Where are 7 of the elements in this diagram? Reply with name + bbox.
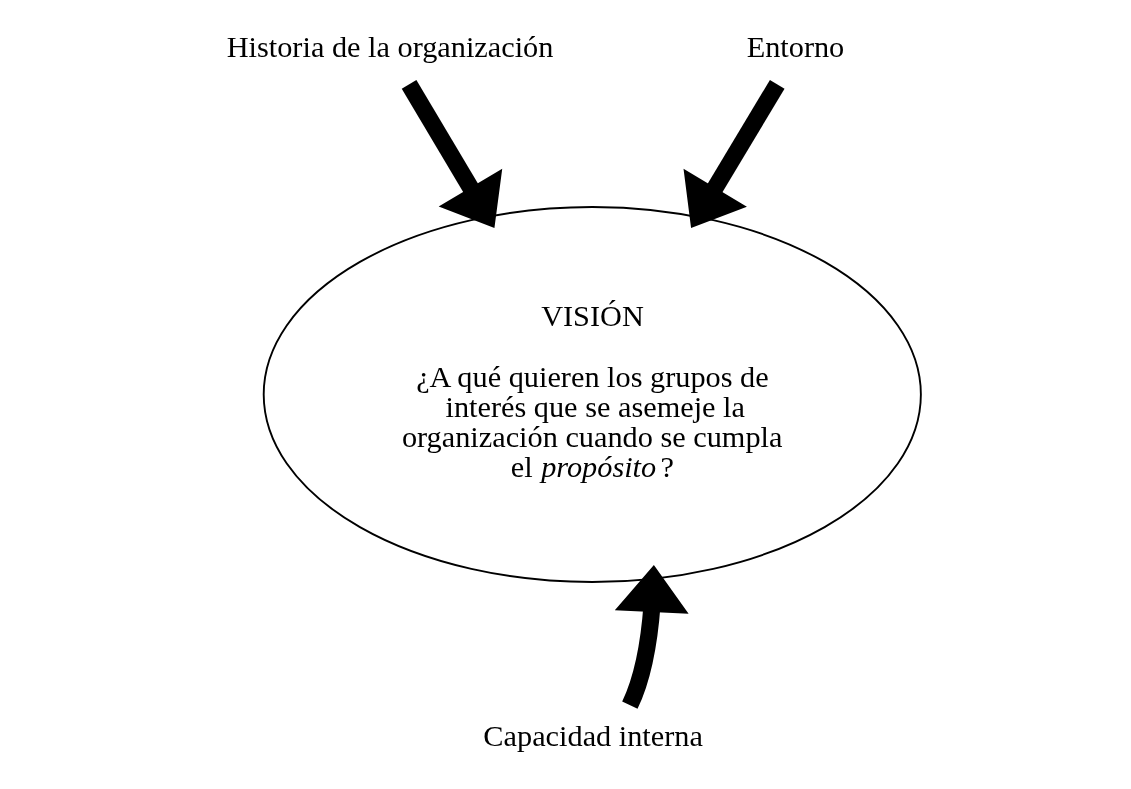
node-text: Historia de la organización — [226, 29, 553, 64]
arrow — [683, 80, 785, 228]
node-ellipse: VISIÓN ¿A qué quieren los grupos de interés que se asemeje la organización cuando se cumpla el propósito? — [262, 206, 922, 583]
arrow — [614, 565, 689, 709]
arrow — [401, 80, 502, 228]
node-text: Entorno — [746, 29, 844, 64]
node-text: Capacidad interna — [482, 719, 703, 754]
